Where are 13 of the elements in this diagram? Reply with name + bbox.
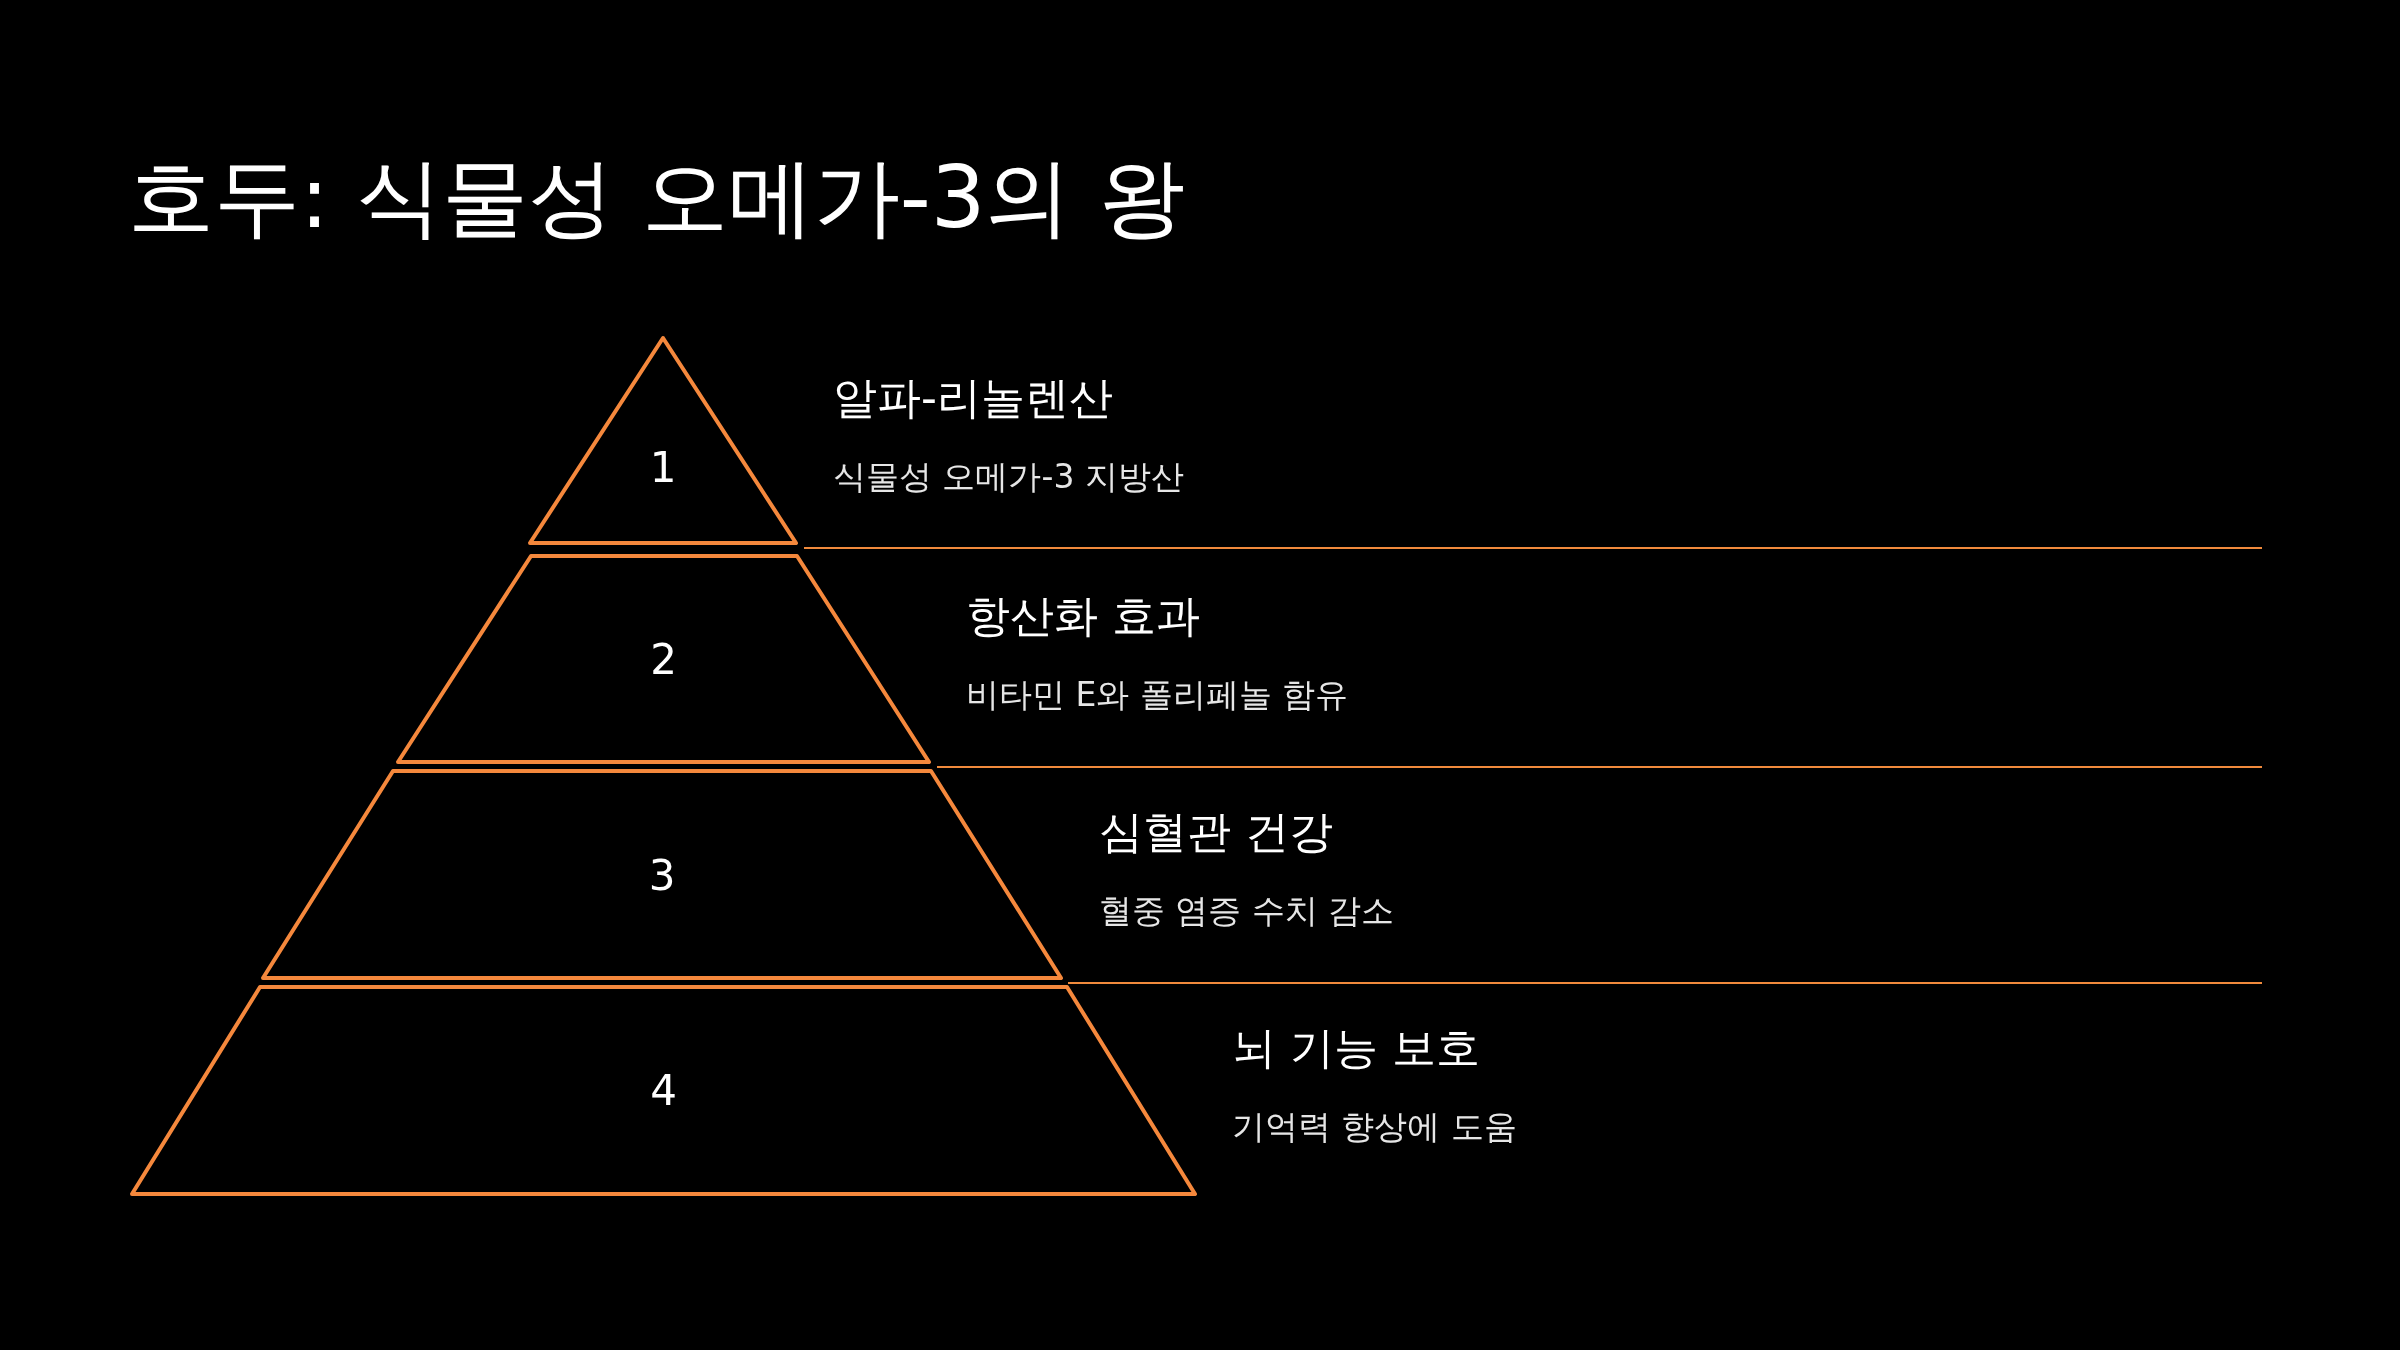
tier-number: 1 xyxy=(648,447,678,489)
tier-number: 3 xyxy=(647,855,677,897)
tier-description: 기억력 향상에 도움 xyxy=(1232,1110,1517,1143)
tier-heading: 항산화 효과 xyxy=(966,594,1200,638)
tier-description: 비타민 E와 폴리페놀 함유 xyxy=(966,678,1349,711)
tier-number: 4 xyxy=(649,1070,678,1112)
tier-number: 2 xyxy=(649,639,678,681)
tier-heading: 심혈관 건강 xyxy=(1099,810,1333,854)
tier-heading: 뇌 기능 보호 xyxy=(1232,1026,1480,1070)
tier-description: 식물성 오메가-3 지방산 xyxy=(833,460,1184,493)
tier-description: 혈중 염증 수치 감소 xyxy=(1099,894,1395,927)
tier-heading: 알파-리놀렌산 xyxy=(833,376,1113,420)
slide-title: 호두: 식물성 오메가-3의 왕 xyxy=(128,150,1185,245)
